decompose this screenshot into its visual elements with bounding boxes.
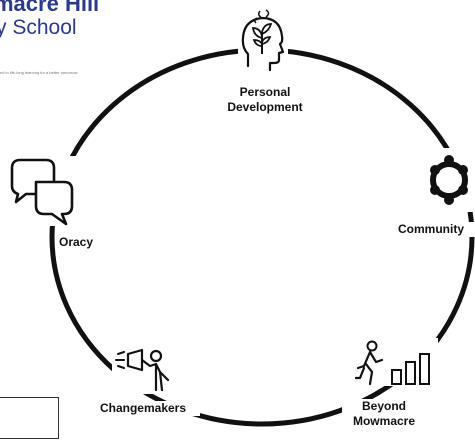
partial-box	[0, 397, 59, 439]
head-plant-icon	[238, 8, 288, 72]
node-label-line: Changemakers	[99, 401, 187, 415]
node-label-line: Mowmacre	[352, 414, 416, 428]
logo-tagline: ed in life-long learning for a better to…	[0, 70, 78, 75]
node-label-line: Oracy	[59, 235, 94, 249]
speech-bubbles-icon	[6, 156, 76, 226]
node-label-line: Beyond	[361, 399, 406, 413]
megaphone-person-icon	[112, 346, 180, 394]
node-oracy: Oracy	[57, 235, 121, 250]
node-changemakers: Changemakers	[86, 401, 200, 416]
logo-name: macre Hill	[0, 0, 100, 16]
node-personal-development: Personal Development	[213, 85, 317, 115]
node-beyond-mowmacre: Beyond Mowmacre	[342, 399, 426, 429]
people-circle-icon	[423, 148, 475, 212]
node-community: Community	[386, 222, 475, 237]
node-label-line: Development	[227, 100, 303, 114]
logo-subtitle: y School	[0, 16, 77, 39]
node-label-line: Community	[398, 222, 464, 236]
node-label-line: Personal	[239, 85, 291, 99]
climbing-steps-icon	[350, 338, 438, 386]
